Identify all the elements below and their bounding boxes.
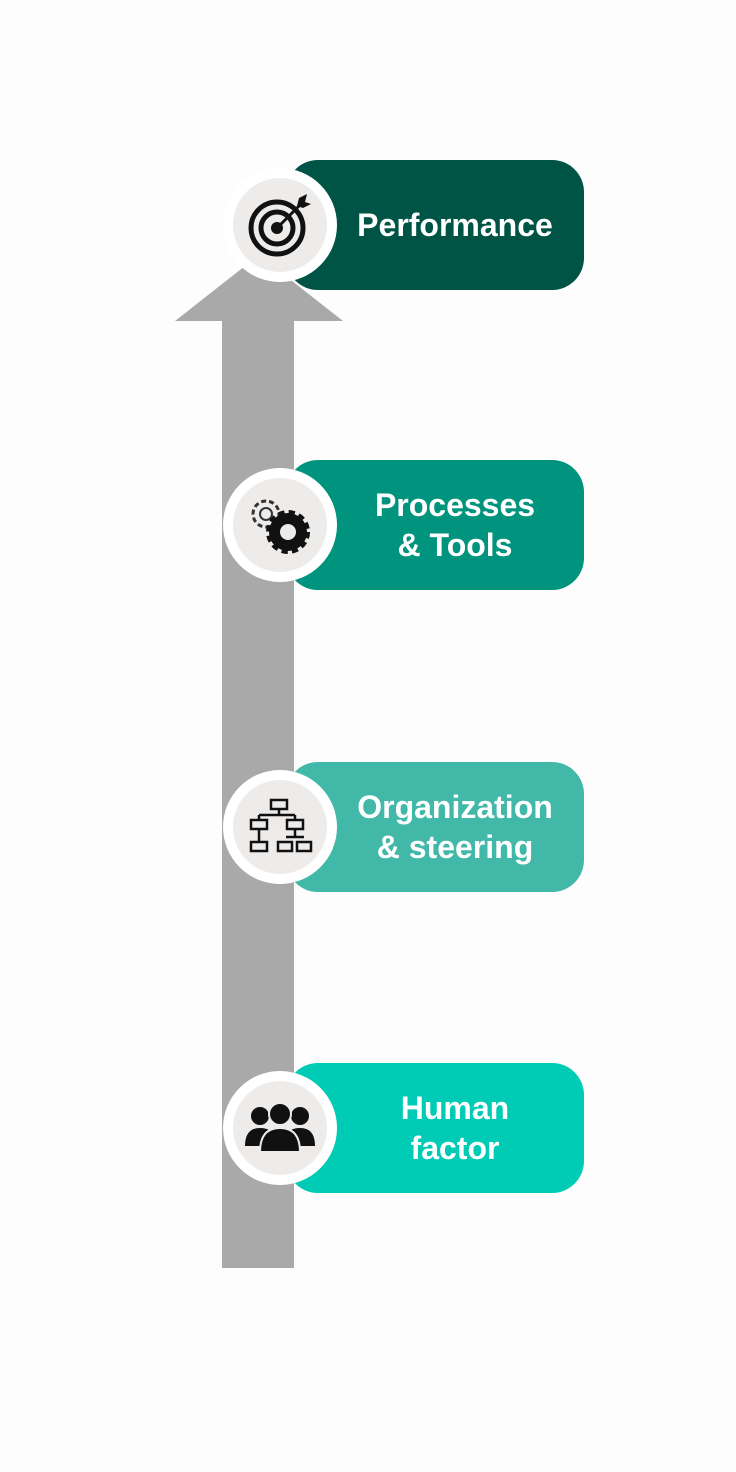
step-organization-steering: Organization & steering — [0, 762, 736, 892]
org-chart-icon — [249, 798, 313, 853]
step-label-line1: Human — [400, 1090, 510, 1126]
icon-circle — [223, 770, 337, 884]
gears-icon — [251, 499, 310, 554]
step-label-line1: Processes — [374, 487, 536, 523]
step-label-line2: factor — [410, 1130, 500, 1166]
step-label-line1: Organization — [357, 789, 553, 825]
icon-circle — [223, 468, 337, 582]
target-icon — [248, 194, 311, 257]
step-box: Processes & Tools — [286, 460, 584, 590]
icon-circle — [223, 168, 337, 282]
people-icon — [245, 1102, 315, 1153]
step-human-factor: Human factor — [0, 1063, 736, 1193]
step-label-line2: & steering — [376, 829, 534, 865]
icon-circle — [223, 1071, 337, 1185]
step-processes-tools: Processes & Tools — [0, 460, 736, 590]
step-label: Performance — [357, 207, 553, 243]
step-label-line2: & Tools — [397, 527, 513, 563]
step-performance: Performance — [0, 160, 736, 290]
